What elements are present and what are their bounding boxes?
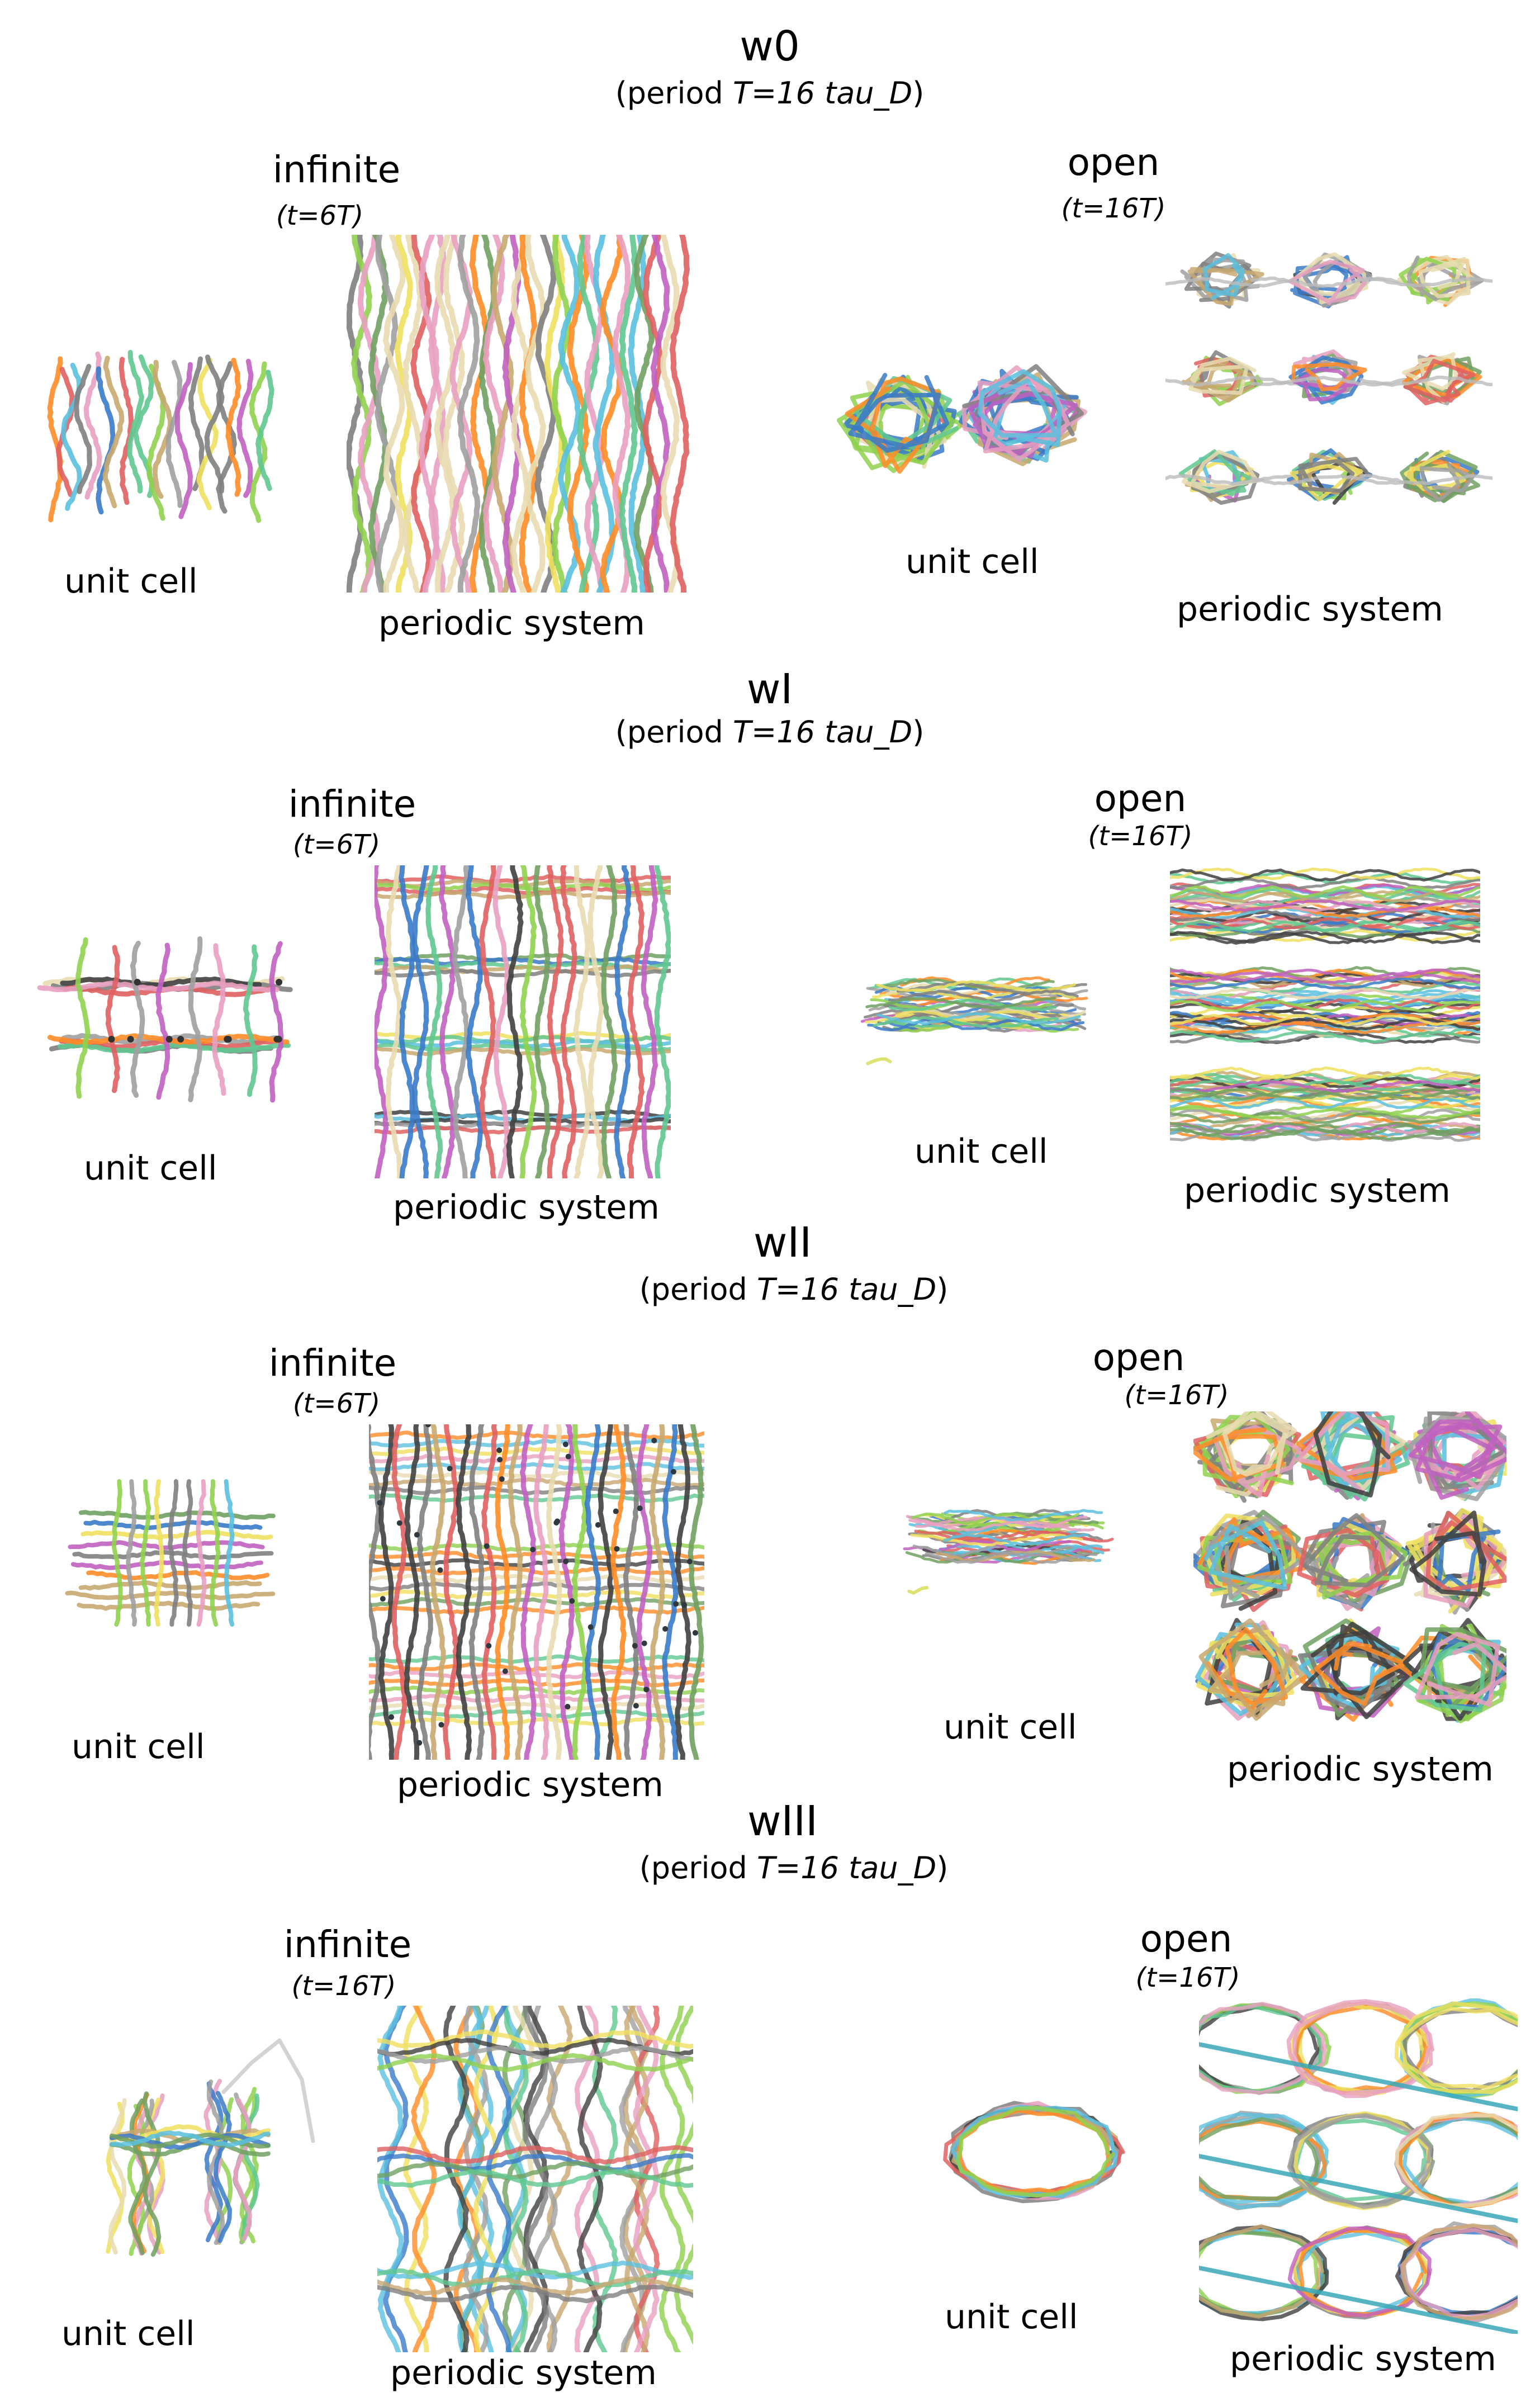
infinite-title: infinite [268, 1342, 397, 1385]
periodic-system-figure [377, 2006, 693, 2352]
section-subtitle: (period T=16 tau_D) [639, 1850, 949, 1886]
section-subtitle: (period T=16 tau_D) [615, 75, 925, 111]
section-title: wII [753, 1219, 812, 1267]
section-title: wIII [747, 1797, 818, 1845]
periodic-system-label: periodic system [1177, 590, 1443, 629]
unit-cell-label: unit cell [72, 1727, 205, 1766]
periodic-system-label: periodic system [397, 1765, 664, 1804]
infinite-title: infinite [272, 148, 401, 191]
periodic-system-figure [1193, 1411, 1506, 1723]
infinite-time: (t=6T) [292, 829, 381, 860]
open-time: (t=16T) [1124, 1380, 1229, 1411]
section-subtitle: (period T=16 tau_D) [639, 1272, 949, 1307]
infinite-time: (t=16T) [291, 1970, 396, 2002]
periodic-system-label: periodic system [1227, 1750, 1494, 1789]
open-title: open [1067, 141, 1160, 184]
unit-cell-figure [106, 2038, 315, 2257]
periodic-system-figure [369, 1424, 704, 1760]
infinite-time: (t=6T) [276, 200, 364, 231]
section-subtitle: (period T=16 tau_D) [615, 714, 925, 750]
unit-cell-figure [943, 2101, 1125, 2204]
unit-cell-label: unit cell [944, 1708, 1077, 1747]
section-title: wI [746, 665, 793, 713]
unit-cell-figure [47, 349, 274, 523]
periodic-system-label: periodic system [378, 604, 645, 643]
unit-cell-label: unit cell [84, 1149, 217, 1188]
open-title: open [1140, 1917, 1233, 1960]
periodic-system-figure [1170, 867, 1480, 1142]
open-title: open [1092, 1336, 1185, 1379]
unit-cell-label: unit cell [914, 1132, 1048, 1171]
open-time: (t=16T) [1135, 1962, 1240, 1993]
unit-cell-label: unit cell [945, 2297, 1078, 2337]
unit-cell-figure [860, 976, 1088, 1065]
unit-cell-figure [903, 1509, 1114, 1595]
periodic-system-figure [1165, 252, 1492, 505]
unit-cell-label: unit cell [61, 2314, 195, 2353]
open-time: (t=16T) [1088, 821, 1193, 852]
periodic-system-label: periodic system [1184, 1171, 1451, 1210]
periodic-system-figure [375, 865, 671, 1178]
open-title: open [1094, 777, 1187, 820]
section-title: w0 [740, 22, 800, 70]
unit-cell-figure [836, 364, 1088, 474]
periodic-system-label: periodic system [390, 2353, 657, 2393]
infinite-title: infinite [288, 783, 416, 826]
periodic-system-figure [1199, 1998, 1518, 2334]
periodic-system-figure [347, 235, 690, 593]
periodic-system-label: periodic system [1230, 2339, 1496, 2379]
unit-cell-figure [37, 936, 293, 1103]
open-time: (t=16T) [1061, 193, 1166, 224]
infinite-title: infinite [283, 1923, 412, 1966]
unit-cell-label: unit cell [906, 542, 1039, 581]
unit-cell-label: unit cell [64, 562, 198, 601]
periodic-system-label: periodic system [393, 1188, 660, 1227]
infinite-time: (t=6T) [292, 1388, 381, 1419]
unit-cell-figure [65, 1479, 276, 1627]
